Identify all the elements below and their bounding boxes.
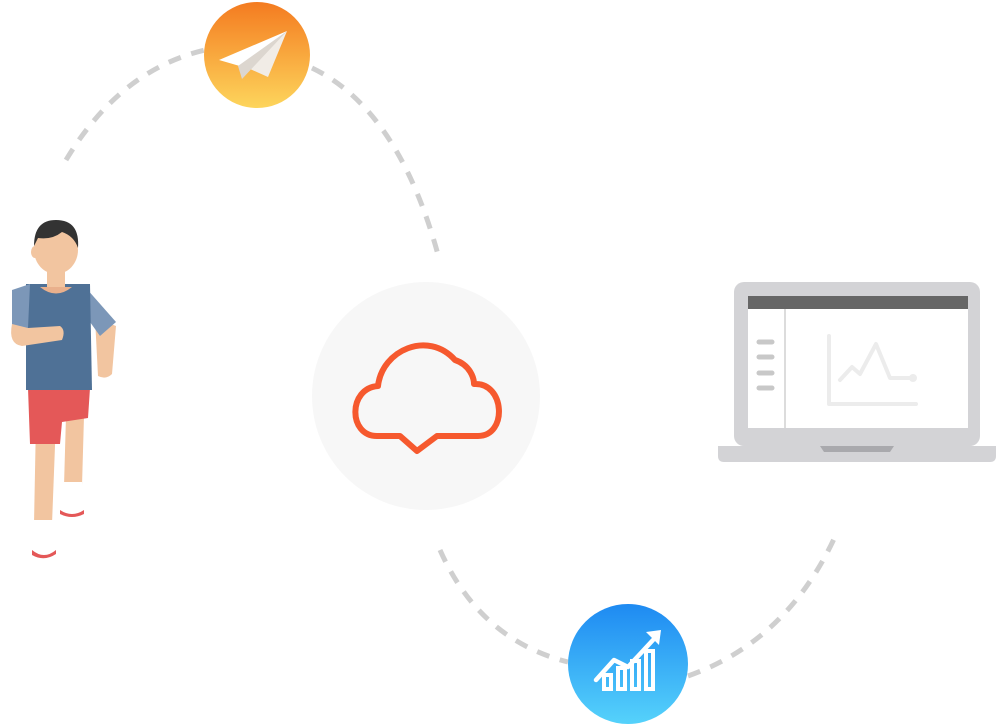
analytics-node	[568, 604, 688, 724]
laptop-node	[718, 282, 996, 462]
growth-chart-icon	[593, 630, 661, 691]
connector-runner-to-send	[63, 47, 206, 162]
cloud-chat-icon	[352, 342, 502, 454]
connector-analytics-to-laptop	[687, 528, 841, 679]
laptop-chart-icon	[827, 334, 918, 406]
laptop-screen	[748, 296, 968, 428]
cloud-node	[312, 282, 540, 510]
laptop-base-notch	[820, 446, 894, 452]
laptop-sidebar-lines	[756, 339, 775, 391]
runner-person-icon	[11, 220, 116, 559]
laptop-screen-titlebar	[748, 296, 968, 309]
send-node	[204, 2, 310, 108]
connector-send-to-cloud	[310, 65, 443, 263]
laptop-base	[718, 446, 996, 462]
paper-plane-icon	[219, 31, 287, 79]
connector-lines	[63, 47, 841, 679]
connector-cloud-to-analytics	[437, 548, 569, 665]
